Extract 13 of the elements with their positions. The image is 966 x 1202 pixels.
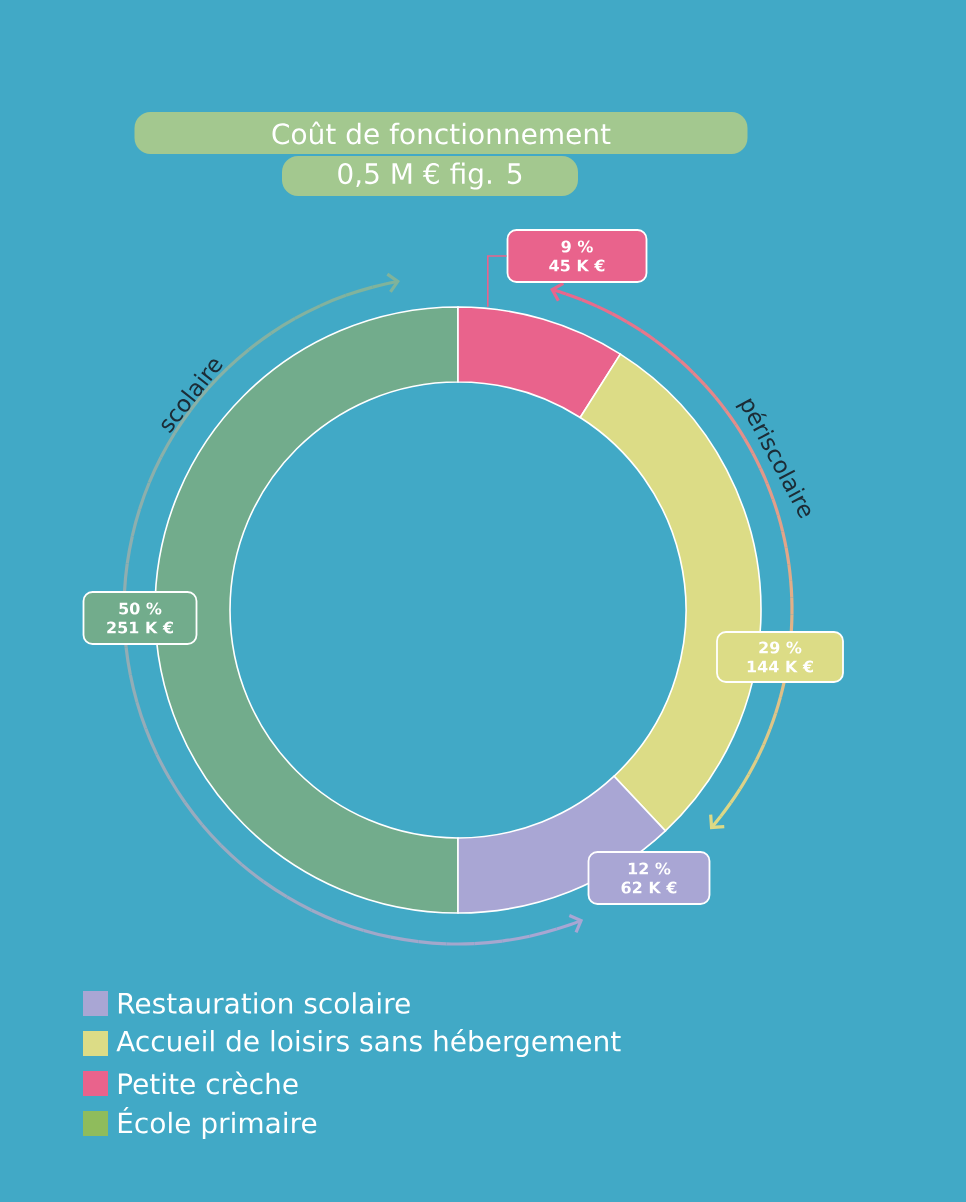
value-box: 50 % 251 K € xyxy=(82,591,198,645)
legend-label: École primaire xyxy=(118,1107,317,1139)
node-label: 0,5 M € fig. 5 xyxy=(338,162,522,190)
title-band: Coût de fonctionnement xyxy=(134,112,748,154)
value-box: 29 % 144 K € xyxy=(716,631,844,683)
title-band: 0,5 M € fig. 5 xyxy=(282,156,578,196)
value-box: 12 % 62 K € xyxy=(587,851,711,905)
leader-line xyxy=(487,255,508,308)
ring-segment xyxy=(457,306,622,419)
value-box: 9 % 45 K € xyxy=(506,229,648,283)
legend-label: Restauration scolaire xyxy=(118,992,410,1014)
legend-label: Accueil de loisirs sans hébergement xyxy=(116,1028,621,1058)
legend-label: Petite crèche xyxy=(118,1071,298,1095)
